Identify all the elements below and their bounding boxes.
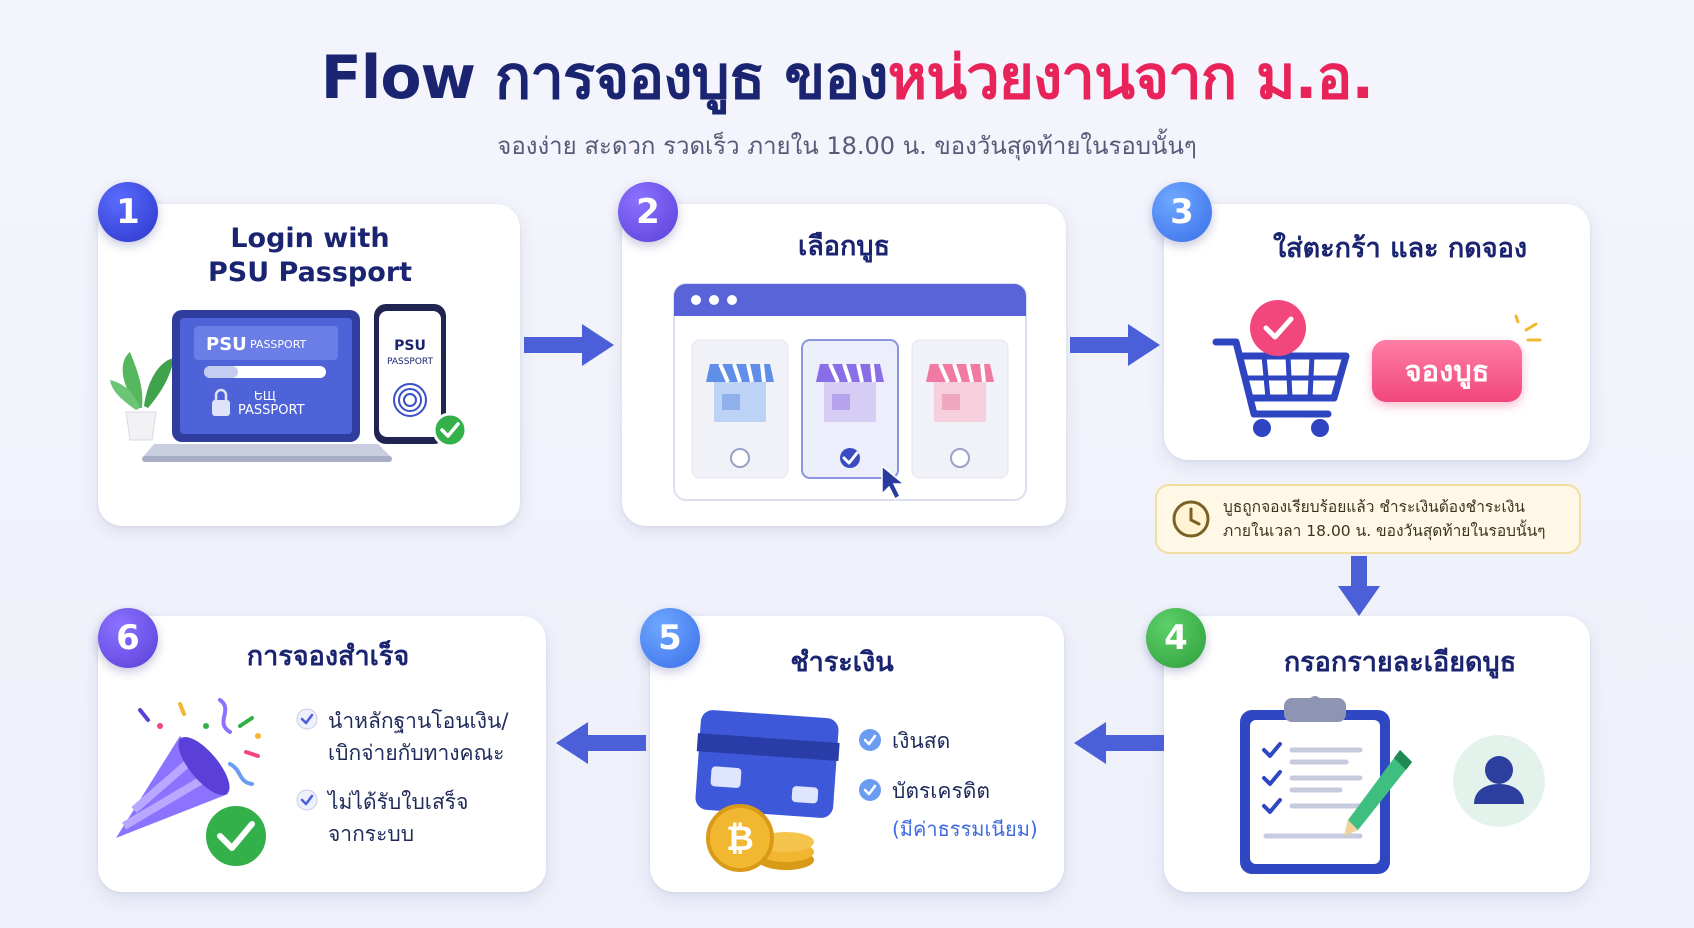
step-1-title-line1: Login with: [230, 223, 390, 254]
phone-brand-line1: PSU: [394, 338, 426, 354]
step-4-title: กรอกรายละเอียดบูธ: [1283, 647, 1517, 678]
sparkle-icon: [1514, 314, 1542, 342]
check-circle-icon: [859, 729, 881, 751]
page-title: Flow การจองบูธ ของหน่วยงานจาก ม.อ.: [0, 30, 1694, 125]
plant-icon: [110, 352, 174, 441]
success-note-2-line1: ไม่ได้รับใบเสร็จ: [328, 790, 469, 814]
confetti-icon: [138, 698, 261, 786]
step-2-title: เลือกบูธ: [798, 231, 890, 262]
svg-text:₿: ₿: [726, 819, 754, 859]
credit-fee-note: (มีค่าธรรมเนียม): [892, 817, 1038, 841]
screen-logo-line1: ԵЩ: [254, 389, 276, 403]
success-note-2: ไม่ได้รับใบเสร็จ จากระบบ: [296, 787, 536, 850]
step-1-badge: 1: [98, 182, 158, 242]
step-5-title: ชำระเงิน: [790, 647, 894, 678]
pencil-icon: [1344, 750, 1412, 836]
step-5-badge: 5: [640, 608, 700, 668]
screen-brand-suffix: PASSPORT: [250, 338, 307, 351]
payment-option-cash: เงินสด: [858, 726, 1058, 758]
check-circle-icon: [859, 778, 881, 801]
payment-option-credit: บัตรเครดิต: [858, 776, 1058, 808]
phone-brand-line2: PASSPORT: [387, 357, 434, 367]
success-check-icon: [202, 802, 270, 870]
book-booth-button[interactable]: จองบูธ: [1372, 340, 1522, 402]
payment-card-coins-icon: ₿: [695, 710, 840, 872]
arrow-3-to-4: [1338, 556, 1380, 616]
screen-brand: PSU: [206, 334, 247, 355]
success-note-2-line2: จากระบบ: [328, 821, 415, 846]
coins-icon: ₿: [706, 804, 814, 872]
success-note-1: นำหลักฐานโอนเงิน/ เบิกจ่ายกับทางคณะ: [296, 706, 536, 769]
step-6-title: การจองสำเร็จ: [246, 641, 410, 672]
payment-option-cash-label: เงินสด: [892, 729, 951, 753]
arrow-5-to-6: [556, 722, 646, 764]
step-1-title: Login with PSU Passport: [160, 222, 460, 290]
user-avatar-icon: [1453, 735, 1545, 827]
arrow-2-to-3: [1070, 324, 1160, 366]
cart-check-icon: [1250, 300, 1306, 356]
cursor-icon: [881, 464, 907, 501]
success-note-1-line2: เบิกจ่ายกับทางคณะ: [328, 740, 505, 765]
login-illustration: PSU PASSPORT ԵЩ PASSPORT PSU PASSPORT: [110, 304, 468, 462]
step-1-title-line2: PSU Passport: [207, 256, 413, 288]
booth-option-blue[interactable]: [691, 339, 789, 479]
screen-logo-line2: PASSPORT: [238, 403, 305, 418]
payment-deadline-notice: บูธถูกจองเรียบร้อยแล้ว ชำระเงินต้องชำระเ…: [1155, 484, 1581, 554]
fingerprint-icon: [393, 383, 427, 417]
arrow-1-to-2: [524, 324, 614, 366]
check-icon: [296, 708, 318, 730]
step-3-title: ใส่ตะกร้า และ กดจอง: [1272, 233, 1528, 264]
booth-option-violet-selected[interactable]: [801, 339, 899, 479]
verified-check-icon: [432, 412, 468, 448]
party-popper-icon: [116, 698, 270, 870]
payment-options: เงินสด บัตรเครดิต (มีค่าธรรมเนียม): [858, 726, 1058, 845]
step-4-badge: 4: [1146, 608, 1206, 668]
step-3-card: [1164, 204, 1590, 460]
booth-selection-browser: [673, 283, 1027, 501]
step-2-badge: 2: [618, 182, 678, 242]
step-6-badge: 6: [98, 608, 158, 668]
clipboard-form-icon: [1240, 696, 1412, 874]
booth-option-pink[interactable]: [911, 339, 1009, 479]
notice-line1: บูธถูกจองเรียบร้อยแล้ว ชำระเงินต้องชำระเ…: [1223, 497, 1526, 516]
credit-card-icon: [695, 710, 840, 818]
arrow-4-to-5: [1074, 722, 1164, 764]
title-highlight: หน่วยงานจาก ม.อ.: [887, 43, 1375, 113]
page-subtitle: จองง่าย สะดวก รวดเร็ว ภายใน 18.00 น. ของ…: [497, 132, 1197, 160]
step-3-badge: 3: [1152, 182, 1212, 242]
success-note-1-line1: นำหลักฐานโอนเงิน/: [328, 709, 509, 733]
notice-line2: ภายในเวลา 18.00 น. ของวันสุดท้ายในรอบนั้…: [1223, 522, 1546, 540]
success-notes: นำหลักฐานโอนเงิน/ เบิกจ่ายกับทางคณะ ไม่ไ…: [296, 706, 536, 868]
cart-icon: [1212, 300, 1350, 437]
check-icon: [296, 789, 318, 811]
title-main: Flow การจองบูธ ของ: [320, 43, 889, 113]
clock-icon: [1172, 500, 1210, 538]
lock-icon: [212, 388, 230, 416]
payment-option-credit-label: บัตรเครดิต: [892, 778, 991, 803]
